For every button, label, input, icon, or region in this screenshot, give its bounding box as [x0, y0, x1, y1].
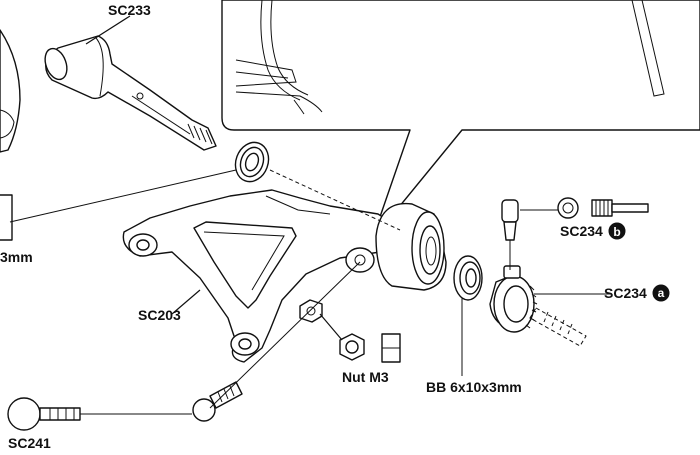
label-sc241: SC241 — [8, 435, 51, 451]
label-sc234a: SC234 — [604, 285, 647, 301]
badge-b-circle — [608, 222, 626, 240]
label-sc233: SC233 — [108, 2, 151, 18]
detail-callout — [221, 0, 700, 241]
bearing-upper — [234, 141, 270, 183]
drive-cup-sc233 — [44, 35, 217, 151]
label-nut-m3: Nut M3 — [342, 369, 389, 385]
label-sc203: SC203 — [138, 307, 181, 323]
bearing-bb-6x10x3 — [453, 255, 483, 301]
label-sc234b: SC234 — [560, 223, 603, 239]
badge-a-circle — [652, 284, 670, 302]
collar-sc234a — [489, 265, 587, 347]
suspension-arm-sc203 — [122, 189, 410, 363]
label-left-partial: 3mm — [0, 249, 33, 265]
badge-a: a — [658, 286, 665, 300]
label-bb-6x10x3: BB 6x10x3mm — [426, 379, 522, 395]
hub-carrier — [375, 202, 447, 291]
badge-b: b — [613, 225, 620, 239]
nut-m3 — [299, 299, 401, 363]
ball-stud-sc241 — [7, 381, 243, 431]
left-edge-part — [0, 29, 21, 241]
leader-lines — [9, 15, 610, 415]
hardware-sc234b — [501, 197, 649, 241]
